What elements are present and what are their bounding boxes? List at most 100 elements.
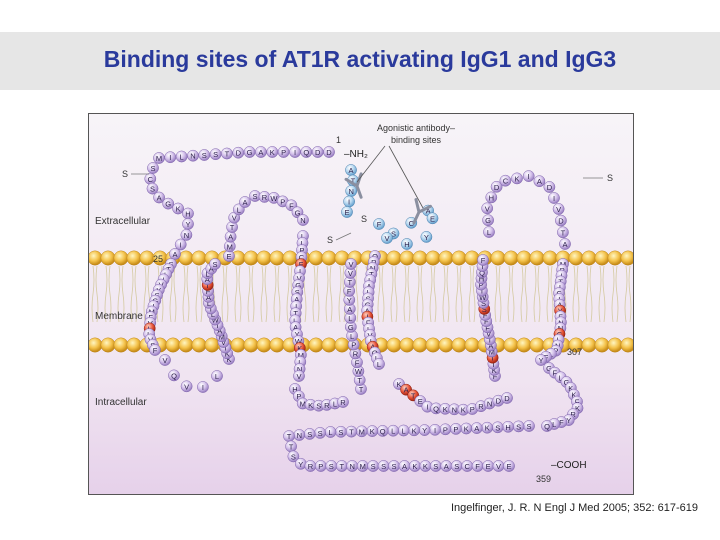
amino-acid-residue: K: [366, 425, 379, 437]
amino-acid-residue: E: [482, 460, 494, 472]
amino-acid-residue: K: [511, 172, 523, 185]
svg-text:K: K: [423, 462, 428, 471]
lipid-head-inner: [256, 337, 272, 353]
amino-acid-residue: P: [314, 460, 327, 472]
lipid-tail: [182, 265, 190, 323]
svg-text:Y: Y: [422, 426, 427, 435]
lipid-head-outer: [451, 250, 467, 266]
lipid-tail: [507, 265, 515, 323]
amino-acid-residue: S: [377, 460, 390, 472]
amino-acid-residue: I: [429, 423, 441, 436]
amino-acid-residue: V: [492, 460, 505, 472]
amino-acid-residue: L: [387, 424, 400, 437]
svg-text:R: R: [340, 398, 346, 407]
amino-acid-residue: G: [243, 146, 256, 158]
amino-acid-residue: D: [311, 146, 324, 158]
svg-text:N: N: [184, 231, 189, 240]
lipid-head-outer: [581, 250, 597, 266]
antibody-icon: [412, 198, 432, 225]
lipid-tail: [533, 265, 541, 323]
amino-acid-residue: C: [144, 172, 157, 185]
svg-text:K: K: [226, 355, 231, 364]
svg-text:K: K: [514, 174, 519, 183]
svg-text:H: H: [489, 193, 494, 202]
svg-text:N: N: [452, 405, 457, 414]
amino-acid-residue: S: [429, 460, 442, 472]
svg-text:V: V: [486, 329, 491, 338]
svg-text:F: F: [299, 260, 304, 269]
svg-text:G: G: [295, 208, 301, 217]
svg-text:G: G: [564, 378, 570, 387]
svg-text:V: V: [296, 372, 301, 381]
lipid-head-inner: [165, 337, 181, 353]
svg-text:L: L: [237, 205, 241, 214]
svg-text:R: R: [478, 402, 484, 411]
disulfide-right-label: S: [607, 173, 613, 183]
lipid-head-outer: [243, 250, 259, 266]
lipid-head-inner: [503, 337, 519, 353]
svg-text:F: F: [475, 462, 480, 471]
svg-text:E: E: [506, 462, 511, 471]
amino-acid-residue: T: [283, 430, 295, 442]
svg-text:E: E: [430, 214, 435, 223]
citation: Ingelfinger, J. R. N Engl J Med 2005; 35…: [450, 502, 698, 514]
svg-text:T: T: [289, 442, 294, 451]
lipid-tail: [130, 265, 138, 323]
amino-acid-residue: M: [153, 152, 165, 164]
amino-acid-residue: T: [345, 425, 358, 438]
svg-text:K: K: [412, 426, 417, 435]
amino-acid-residue: A: [440, 460, 453, 472]
svg-text:F: F: [206, 287, 211, 296]
svg-text:W: W: [295, 337, 303, 346]
amino-acid-residue: F: [373, 218, 385, 230]
svg-text:P: P: [281, 148, 286, 157]
svg-text:K: K: [443, 405, 448, 414]
amino-acid-residue: K: [409, 460, 421, 472]
lipid-head-outer: [282, 250, 298, 266]
lipid-head-inner: [334, 337, 350, 353]
amino-acid-residue: I: [343, 195, 355, 208]
lipid-head-inner: [451, 337, 467, 353]
amino-acid-residue: N: [293, 429, 306, 441]
svg-text:L: L: [215, 372, 219, 381]
svg-text:A: A: [426, 207, 431, 216]
amino-acid-residue: Q: [300, 146, 313, 158]
svg-text:T: T: [223, 344, 228, 353]
amino-acid-residue: S: [512, 420, 525, 433]
lipid-tail: [325, 265, 333, 323]
lipid-head-outer: [269, 250, 285, 266]
svg-text:L: L: [328, 428, 332, 437]
svg-text:A: A: [347, 305, 352, 314]
n-terminus-label: –NH₂: [344, 149, 368, 160]
svg-text:L: L: [207, 299, 211, 308]
svg-text:S: S: [213, 150, 218, 159]
svg-text:I: I: [492, 354, 494, 363]
amino-acid-residue: C: [499, 174, 512, 187]
svg-text:D: D: [315, 148, 321, 157]
lipid-head-inner: [581, 337, 597, 353]
svg-text:Y: Y: [298, 460, 303, 469]
amino-acid-residue: K: [266, 146, 279, 158]
amino-acid-residue: I: [522, 170, 535, 182]
lipid-head-inner: [204, 337, 220, 353]
amino-acid-residue: D: [232, 146, 245, 159]
amino-acid-residue: V: [293, 370, 305, 382]
amino-acid-residue: I: [164, 151, 177, 164]
lipid-head-outer: [607, 250, 623, 266]
svg-text:L: L: [205, 269, 209, 278]
svg-text:K: K: [396, 380, 401, 389]
lipid-head-outer: [126, 250, 142, 266]
lipid-tail: [455, 265, 463, 323]
svg-text:S: S: [150, 164, 155, 173]
amino-acid-residue: N: [345, 185, 358, 197]
lipid-tail: [247, 265, 255, 323]
amino-acid-residue: S: [147, 162, 159, 174]
lipid-head-outer: [464, 250, 480, 266]
svg-text:I: I: [216, 321, 218, 330]
svg-text:F: F: [289, 201, 294, 210]
lipid-head-inner: [425, 337, 441, 353]
svg-text:N: N: [300, 216, 305, 225]
svg-text:S: S: [291, 452, 296, 461]
amino-acid-residue: V: [481, 202, 494, 215]
amino-acid-residue: S: [325, 460, 338, 472]
